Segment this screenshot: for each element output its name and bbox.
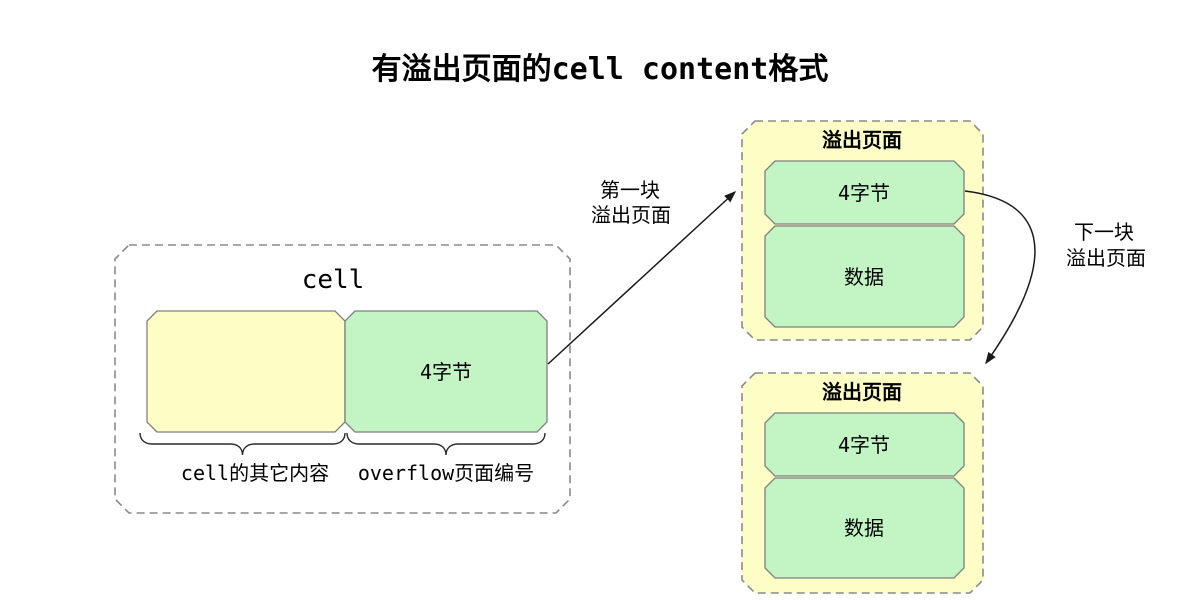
- overflow-page-bottom-pointer-box: [764, 412, 965, 477]
- overflow-page-top-pointer-label: 4字节: [838, 181, 890, 205]
- overflow-page-top-data-label: 数据: [844, 265, 884, 289]
- first-overflow-arrow-label-line2: 溢出页面: [591, 203, 671, 227]
- overflow-page-top-data-box: [764, 225, 965, 328]
- overflow-page-top-title: 溢出页面: [822, 128, 902, 152]
- first-overflow-arrow: [547, 190, 737, 365]
- cell-other-content-box: [146, 310, 346, 433]
- cell-label: cell: [302, 265, 365, 295]
- cell-container-box: [114, 244, 571, 514]
- cell-overflow-pointer-box: [344, 310, 548, 433]
- overflow-page-bottom-data-box: [764, 477, 965, 579]
- next-overflow-arrow-label-line1: 下一块: [1074, 220, 1134, 244]
- overflow-page-top-pointer-box: [764, 160, 965, 225]
- next-overflow-arrow-label-line2: 溢出页面: [1066, 246, 1146, 270]
- overflow-page-bottom-pointer-label: 4字节: [838, 433, 890, 457]
- cell-overflow-pointer-label: 4字节: [420, 360, 472, 384]
- brace-left: [139, 432, 346, 456]
- overflow-page-bottom-title: 溢出页面: [822, 380, 902, 404]
- next-overflow-arrow: [964, 190, 1036, 365]
- overflow-page-bottom-data-label: 数据: [844, 516, 884, 540]
- brace-right: [346, 432, 546, 456]
- first-overflow-arrow-label-line1: 第一块: [600, 178, 660, 202]
- brace-left-label: cell的其它内容: [181, 461, 329, 485]
- brace-right-label: overflow页面编号: [358, 461, 534, 485]
- diagram-title: 有溢出页面的cell content格式: [372, 52, 829, 87]
